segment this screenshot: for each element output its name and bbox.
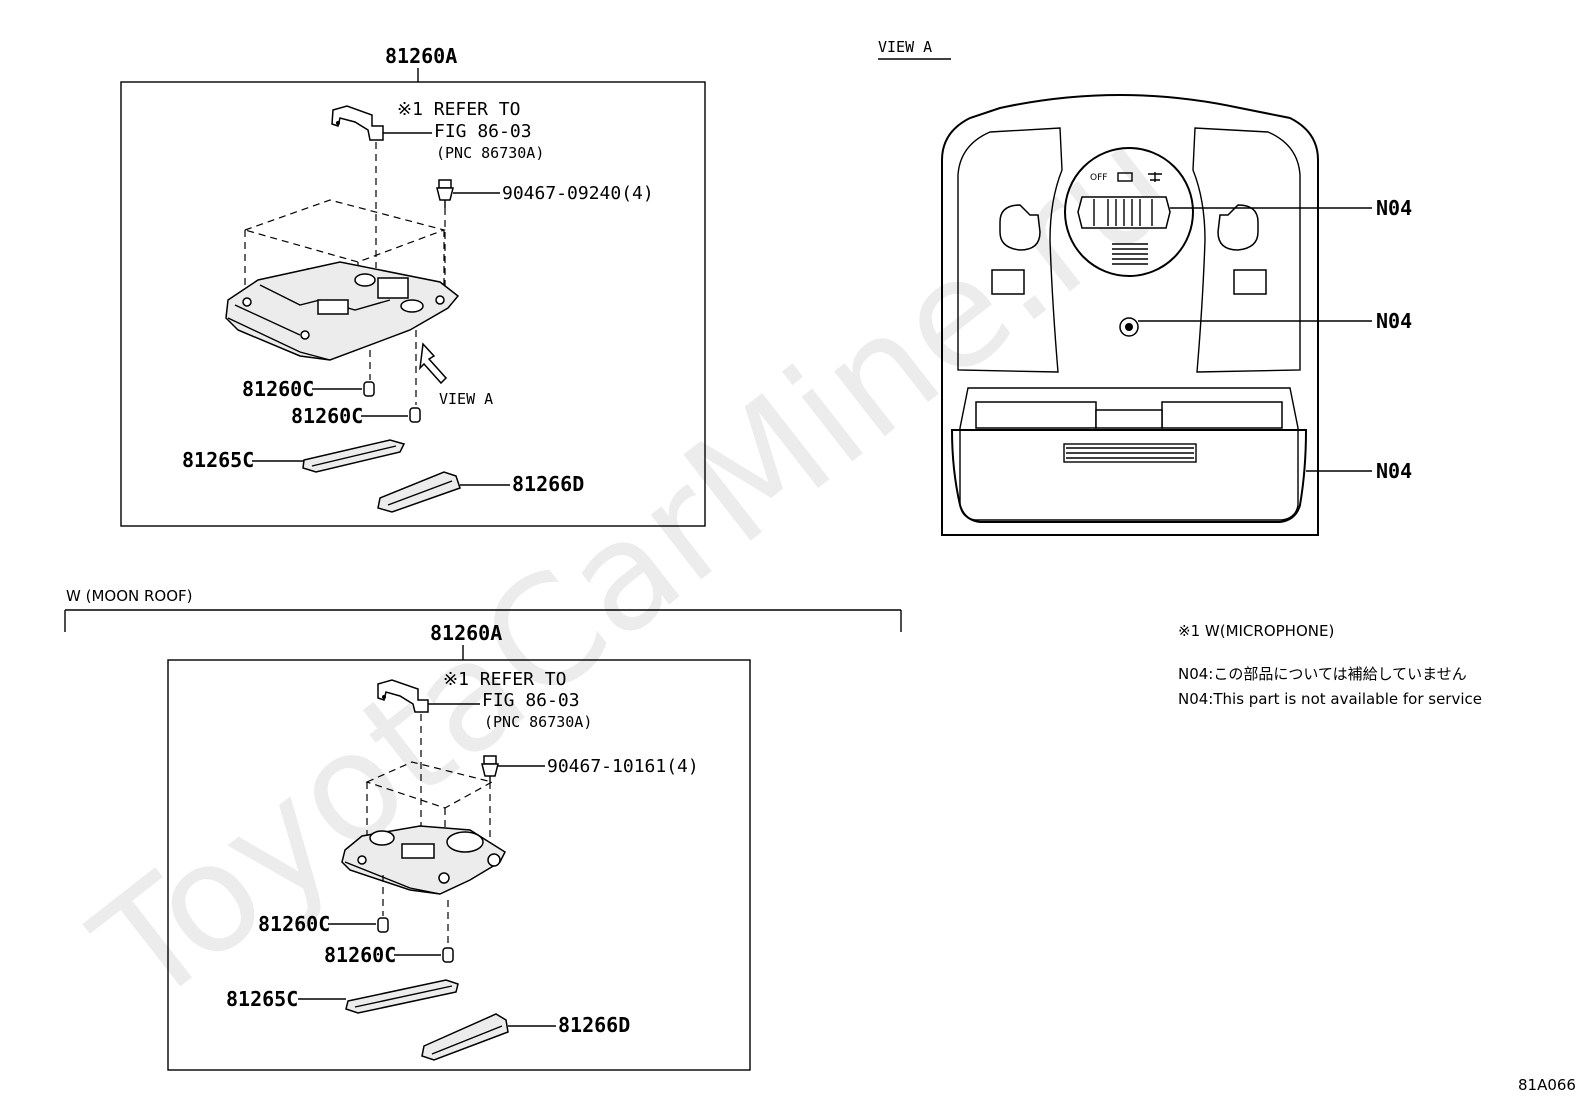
top-lens2-label: 81266D bbox=[512, 472, 584, 496]
bottom-bulb2-label: 81260C bbox=[324, 943, 396, 967]
lens-icon bbox=[345, 979, 459, 1014]
top-clip-label: 90467-09240(4) bbox=[502, 183, 654, 204]
bottom-assembly: 81260A ※1 REFER TO FIG 86-03 (PNC 86730A… bbox=[167, 621, 751, 1071]
top-assembly: 81260A ※1 REFER TO FIG 86-03 (PNC 86730A… bbox=[120, 44, 706, 527]
note-en: N04:This part is not available for servi… bbox=[1178, 690, 1482, 708]
top-lens1-label: 81265C bbox=[182, 448, 254, 472]
figure-id: 81A066 bbox=[1518, 1076, 1576, 1094]
top-assembly-label: 81260A bbox=[385, 44, 457, 68]
bulb-icon bbox=[442, 947, 454, 963]
dome-switch-icon bbox=[1077, 196, 1171, 229]
sunglass-holder-icon bbox=[950, 429, 1308, 523]
bottom-lens2-label: 81266D bbox=[558, 1013, 630, 1037]
top-bulb2-label: 81260C bbox=[291, 404, 363, 428]
view-a-title: VIEW A bbox=[878, 38, 932, 56]
map-lamp-housing-icon bbox=[225, 261, 460, 361]
view-a-callout3: N04 bbox=[1376, 459, 1412, 483]
microphone-grille-icon bbox=[1112, 243, 1148, 265]
bulb-icon bbox=[363, 381, 375, 397]
bottom-refer-line3: (PNC 86730A) bbox=[484, 713, 592, 731]
top-refer-line2: FIG 86-03 bbox=[434, 121, 532, 142]
microphone-bracket-icon bbox=[377, 679, 429, 713]
switch-off-label: OFF bbox=[1090, 173, 1107, 183]
bottom-assembly-frame bbox=[167, 659, 751, 1071]
clip-icon bbox=[481, 755, 499, 782]
bulb-icon bbox=[377, 917, 389, 933]
bulb-icon bbox=[409, 407, 421, 423]
view-a-arrow-icon bbox=[418, 342, 448, 385]
overhead-console-outline bbox=[941, 94, 1319, 536]
note-microphone: ※1 W(MICROPHONE) bbox=[1178, 622, 1334, 640]
lens-icon bbox=[377, 471, 461, 513]
top-view-a-arrow-label: VIEW A bbox=[439, 390, 493, 408]
lens-icon bbox=[421, 1013, 509, 1061]
bottom-refer-line1: ※1 REFER TO bbox=[443, 669, 566, 690]
moon-roof-title: W (MOON ROOF) bbox=[66, 587, 193, 605]
clip-icon bbox=[436, 179, 454, 208]
view-a: VIEW A OFF bbox=[878, 38, 1412, 536]
top-assembly-frame bbox=[120, 81, 706, 527]
lens-icon bbox=[302, 439, 406, 473]
top-bulb1-label: 81260C bbox=[242, 377, 314, 401]
bottom-clip-label: 90467-10161(4) bbox=[547, 756, 699, 777]
top-refer-line1: ※1 REFER TO bbox=[397, 99, 520, 120]
bottom-assembly-label: 81260A bbox=[430, 621, 502, 645]
view-a-callout2: N04 bbox=[1376, 309, 1412, 333]
right-button-icon bbox=[1233, 269, 1267, 295]
note-jp: N04:この部品については補給していません bbox=[1178, 665, 1467, 683]
dome-switch-bezel bbox=[1064, 147, 1194, 277]
top-refer-line3: (PNC 86730A) bbox=[436, 144, 544, 162]
bottom-lens1-label: 81265C bbox=[226, 987, 298, 1011]
bottom-bulb1-label: 81260C bbox=[258, 912, 330, 936]
view-a-callout1: N04 bbox=[1376, 196, 1412, 220]
microphone-bracket-icon bbox=[331, 105, 384, 141]
left-button-icon bbox=[991, 269, 1025, 295]
bottom-refer-line2: FIG 86-03 bbox=[482, 690, 580, 711]
